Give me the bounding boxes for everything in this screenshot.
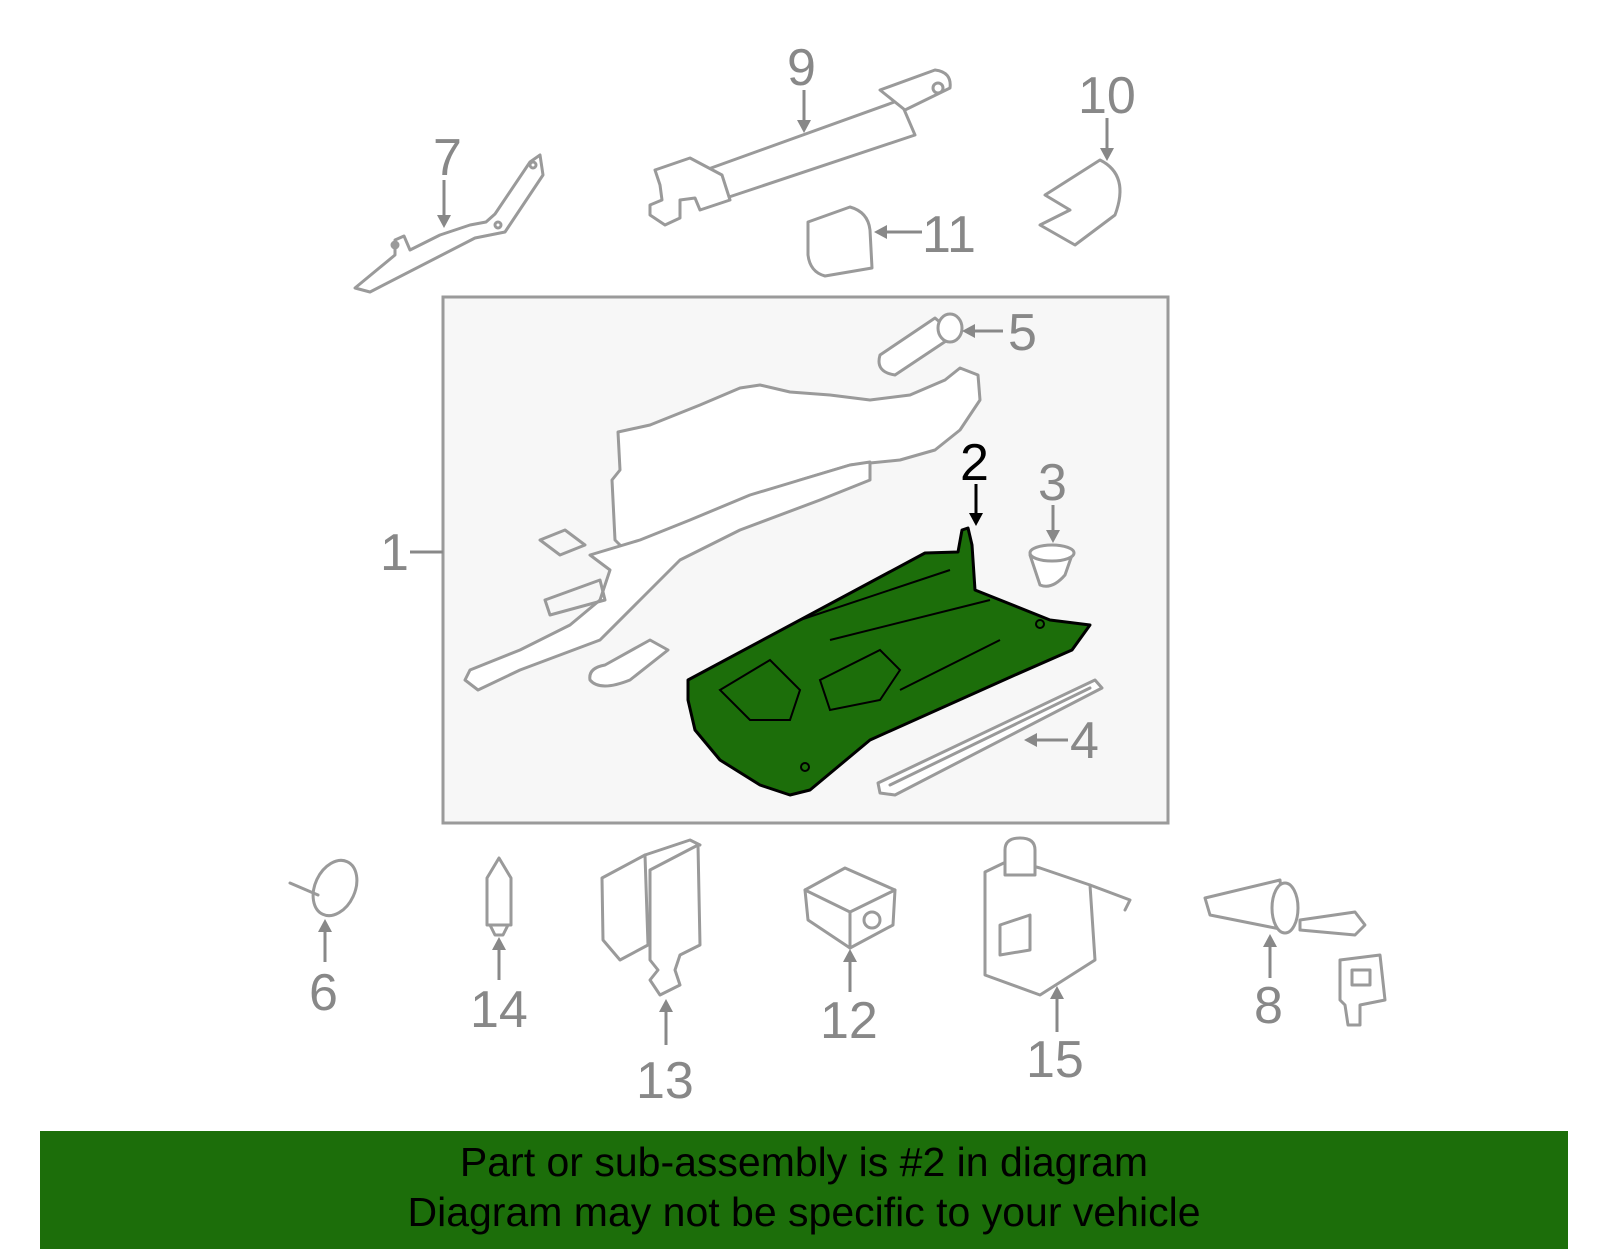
callout-14: 14 [470, 981, 528, 1039]
callout-2: 2 [960, 434, 989, 492]
callout-13: 13 [636, 1052, 694, 1110]
callout-7: 7 [433, 129, 462, 187]
callout-5: 5 [1008, 304, 1037, 362]
callout-10: 10 [1078, 67, 1136, 125]
banner-line-2: Diagram may not be specific to your vehi… [407, 1189, 1201, 1235]
part-12-switch[interactable] [803, 866, 897, 950]
part-8-lock-cylinder[interactable] [1203, 878, 1387, 1027]
part-5-plug[interactable] [877, 312, 964, 377]
banner-line-1: Part or sub-assembly is #2 in diagram [459, 1139, 1149, 1185]
part-10-cover[interactable] [1038, 158, 1122, 247]
callout-8: 8 [1254, 977, 1283, 1035]
callout-3: 3 [1038, 454, 1067, 512]
callout-1: 1 [380, 524, 409, 582]
callout-11: 11 [922, 206, 976, 264]
part-6-ring[interactable] [288, 853, 365, 922]
callout-6: 6 [309, 964, 338, 1022]
part-4-strip[interactable] [876, 678, 1104, 797]
part-1-housing[interactable] [463, 366, 982, 692]
part-14-bulb[interactable] [485, 856, 513, 937]
part-11-cap[interactable] [806, 205, 874, 278]
callout-15: 15 [1026, 1031, 1084, 1089]
part-15-lock-assembly[interactable] [983, 836, 1132, 997]
info-banner: Part or sub-assembly is #2 in diagram Di… [40, 1131, 1568, 1249]
part-2-glove-box-door[interactable] [686, 526, 1092, 797]
part-9-damper[interactable] [648, 68, 952, 227]
part-3-bumper[interactable] [1028, 543, 1076, 588]
callout-12: 12 [820, 992, 878, 1050]
callout-9: 9 [787, 39, 816, 97]
callout-4: 4 [1070, 712, 1099, 770]
part-7-bracket[interactable] [353, 153, 545, 294]
part-13-latch[interactable] [600, 838, 702, 997]
